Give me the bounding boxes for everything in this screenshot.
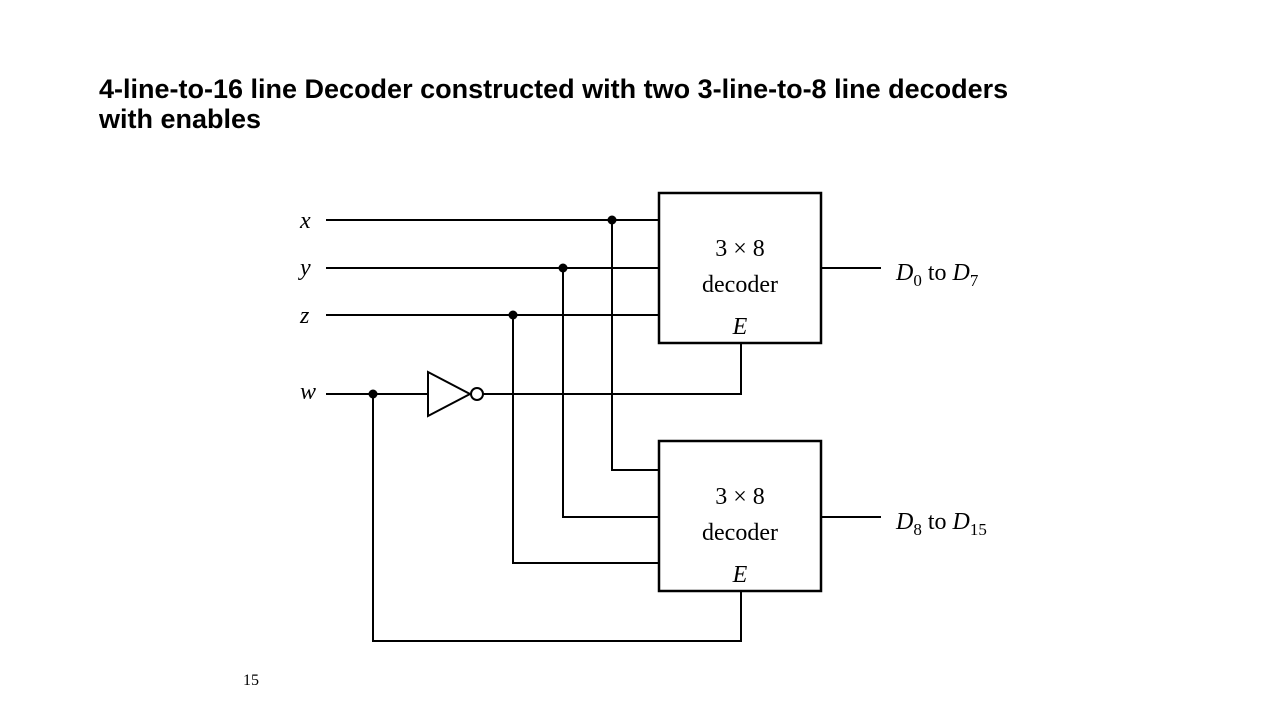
input-label-y: y [298, 255, 311, 281]
decoder-top-enable-label: E [732, 314, 748, 340]
decoder-bottom-size-label: 3 × 8 [715, 484, 765, 510]
wire-y-branch [562, 268, 659, 518]
input-label-x: x [299, 208, 311, 234]
junction-y [558, 263, 568, 273]
output-bottom-d-end: D [952, 509, 970, 535]
decoder-bottom-type-label: decoder [702, 520, 778, 546]
inverter-gate [427, 370, 473, 418]
output-bottom-to-word: to [928, 509, 947, 535]
junction-w [368, 389, 378, 399]
output-top-d-end: D [952, 260, 970, 286]
input-label-w: w [300, 379, 316, 405]
output-top-to-word: to [928, 260, 947, 286]
decoder-top-size-label: 3 × 8 [715, 236, 765, 262]
title-line-1: 4-line-to-16 line Decoder constructed wi… [99, 74, 1009, 104]
slide-title: 4-line-to-16 line Decoder constructed wi… [99, 74, 1219, 134]
decoder-bottom: 3 × 8 decoder E [657, 439, 823, 593]
decoder-top: 3 × 8 decoder E [657, 191, 823, 345]
output-bottom-d-start: D [895, 509, 913, 535]
output-bottom-sub-end: 15 [970, 520, 987, 539]
wire-x-branch [611, 220, 659, 471]
decoder-top-type-label: decoder [702, 272, 778, 298]
title-line-2: with enables [99, 104, 262, 134]
inverter-bubble [470, 387, 484, 401]
output-top-d-start: D [895, 260, 913, 286]
wire-z-branch [512, 315, 659, 564]
wire-w-direct [372, 394, 742, 642]
decoder-top-box [657, 191, 823, 345]
output-bottom-sub-start: 8 [913, 520, 922, 539]
decoder-bottom-enable-label: E [732, 562, 748, 588]
output-top-sub-end: 7 [970, 271, 979, 290]
output-top-sub-start: 0 [913, 271, 922, 290]
wire-w-inverted [483, 343, 742, 395]
junction-x [607, 215, 617, 225]
input-label-z: z [299, 303, 310, 329]
page-number: 15 [243, 672, 259, 689]
junction-z [508, 310, 518, 320]
